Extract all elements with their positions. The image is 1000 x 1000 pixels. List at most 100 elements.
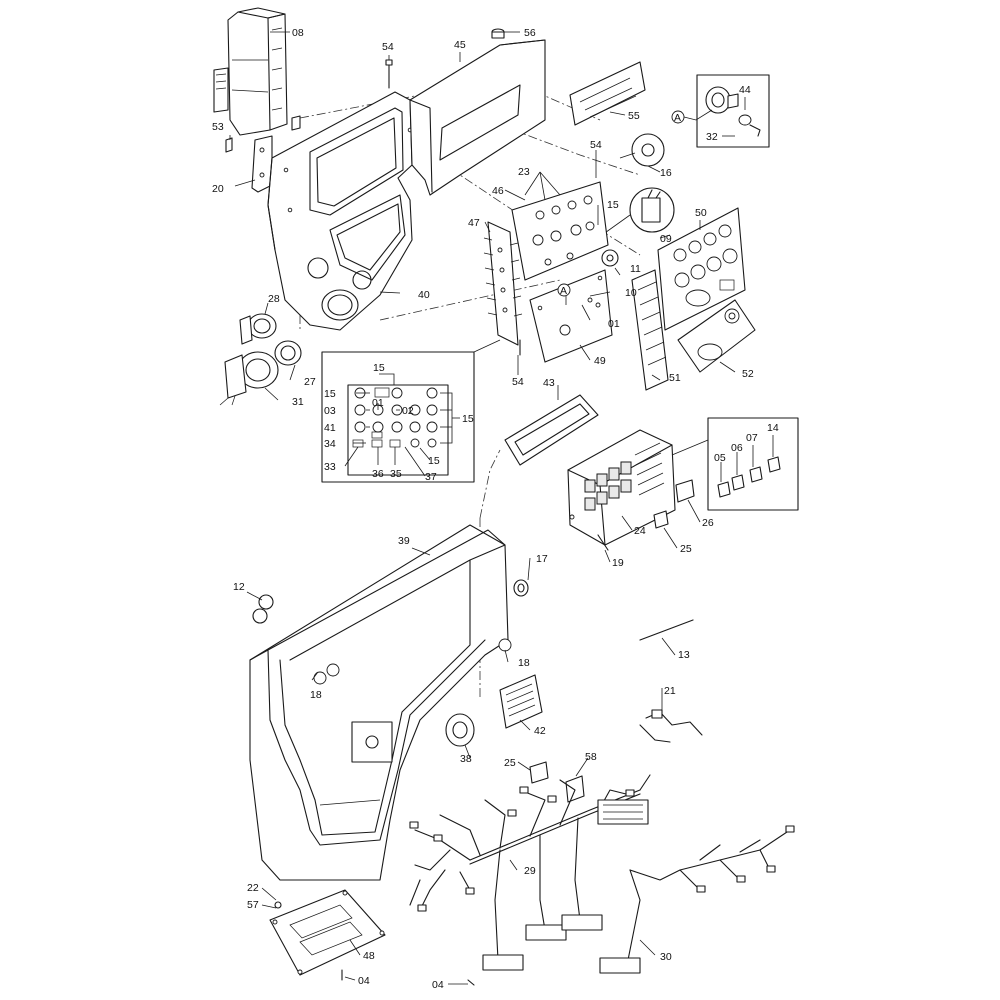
callout-11: 11 [630,263,641,275]
part-50-icon-label [657,207,746,331]
part-46-switch-panel [511,181,609,281]
callout-frames [696,74,770,148]
callout-25: 25 [680,543,692,555]
callout-10: 10 [625,287,637,299]
callout-38: 38 [460,753,472,765]
callout-21: 21 [664,685,676,697]
callout-48: 48 [363,950,375,962]
callout-06: 06 [731,442,743,454]
detail-callout-03: 03 [324,405,336,417]
part-40-upper-bezel [267,91,413,331]
detail-callout-35: 35 [390,468,402,480]
part-12-connectors [252,594,274,624]
callout-39: 39 [398,535,410,547]
callout-23: 23 [518,166,530,178]
callout-51: 51 [669,372,681,384]
callout-22: 22 [247,882,259,894]
callout-18-right: 18 [518,657,530,669]
part-19-screw [597,534,609,551]
part-38-round-connector [445,713,475,747]
part-49-plate [529,269,613,363]
part-58-block [565,775,585,803]
callout-45: 45 [454,39,466,51]
callout-26: 26 [702,517,714,529]
callout-08: 08 [292,27,304,39]
callout-28: 28 [268,293,280,305]
part-55-decal [569,61,646,126]
callout-53: 53 [212,121,224,133]
part-29-30-wiring-harness [409,774,795,974]
callout-54: 54 [382,41,394,53]
callout-a-top: A [674,112,681,124]
part-26-relay [675,479,695,503]
part-11-component [601,249,619,267]
callout-19: 19 [612,557,624,569]
part-24-fuse-relay-box [567,429,676,546]
part-17-connector [513,579,529,597]
callout-04-right: 04 [432,979,444,991]
callout-42: 42 [534,725,546,737]
part-45-cover [409,39,546,196]
part-54-screw-top [385,59,393,89]
callout-16: 16 [660,167,672,179]
callout-50: 50 [695,207,707,219]
callout-43: 43 [543,377,555,389]
callout-52: 52 [742,368,754,380]
detail-callout-36: 36 [372,468,384,480]
part-25-relay-lower [529,761,549,784]
callout-09: 09 [660,233,672,245]
part-48-bottom-plate [269,889,386,976]
callout-24: 24 [634,525,646,537]
detail-callout-34: 34 [324,438,336,450]
callout-14: 14 [767,422,779,434]
callout-a-mid: A [560,285,567,297]
callout-15: 15 [607,199,619,211]
callout-46: 46 [492,185,504,197]
detail-callout-15-left: 15 [324,388,336,400]
callout-57: 57 [247,899,259,911]
callout-49: 49 [594,355,606,367]
callout-56: 56 [524,27,536,39]
part-21-cable [639,709,703,743]
callout-20: 20 [212,183,224,195]
part-39-lower-housing [249,524,512,881]
callout-12: 12 [233,581,245,593]
callout-54-c: 54 [512,376,524,388]
callout-55: 55 [628,110,640,122]
detail-callout-41: 41 [324,422,336,434]
callout-18-left: 18 [310,689,322,701]
part-51-label-strip [631,269,669,391]
detail-callout-33: 33 [324,461,336,473]
detail-view-switch-layout [321,339,501,483]
callout-25-b: 25 [504,757,516,769]
callout-47: 47 [468,217,480,229]
callout-31: 31 [292,396,304,408]
part-57-22-fasteners [274,901,475,986]
detail-callout-15-right: 15 [462,413,474,425]
detail-callout-37: 37 [425,471,437,483]
callout-54-b: 54 [590,139,602,151]
callout-27: 27 [304,376,316,388]
callout-07: 07 [746,432,758,444]
detail-callout-15-bottom: 15 [428,455,440,467]
callout-17: 17 [536,553,548,565]
part-28-27-31-gauges [219,313,302,406]
part-56-knob [491,28,505,39]
part-13-rod [639,619,694,641]
detail-callout-15-top: 15 [373,362,385,374]
part-25-relay-small [653,510,669,529]
callout-40: 40 [418,289,430,301]
detail-callout-02: 02 [402,405,414,417]
callout-labels: 08 56 54 45 55 53 20 44 32 A 54 16 23 46… [212,27,779,991]
callout-a-circle [671,110,685,124]
part-16-round-knob [619,133,665,167]
callout-04-left: 04 [358,975,370,987]
part-42-label-plate [499,674,543,729]
callout-44: 44 [739,84,751,96]
part-08-display-monitor [213,7,288,136]
part-09-toggle-switch [594,187,675,241]
callout-13: 13 [678,649,690,661]
callout-a-circle-2 [557,283,571,297]
leader-lines [229,31,774,985]
